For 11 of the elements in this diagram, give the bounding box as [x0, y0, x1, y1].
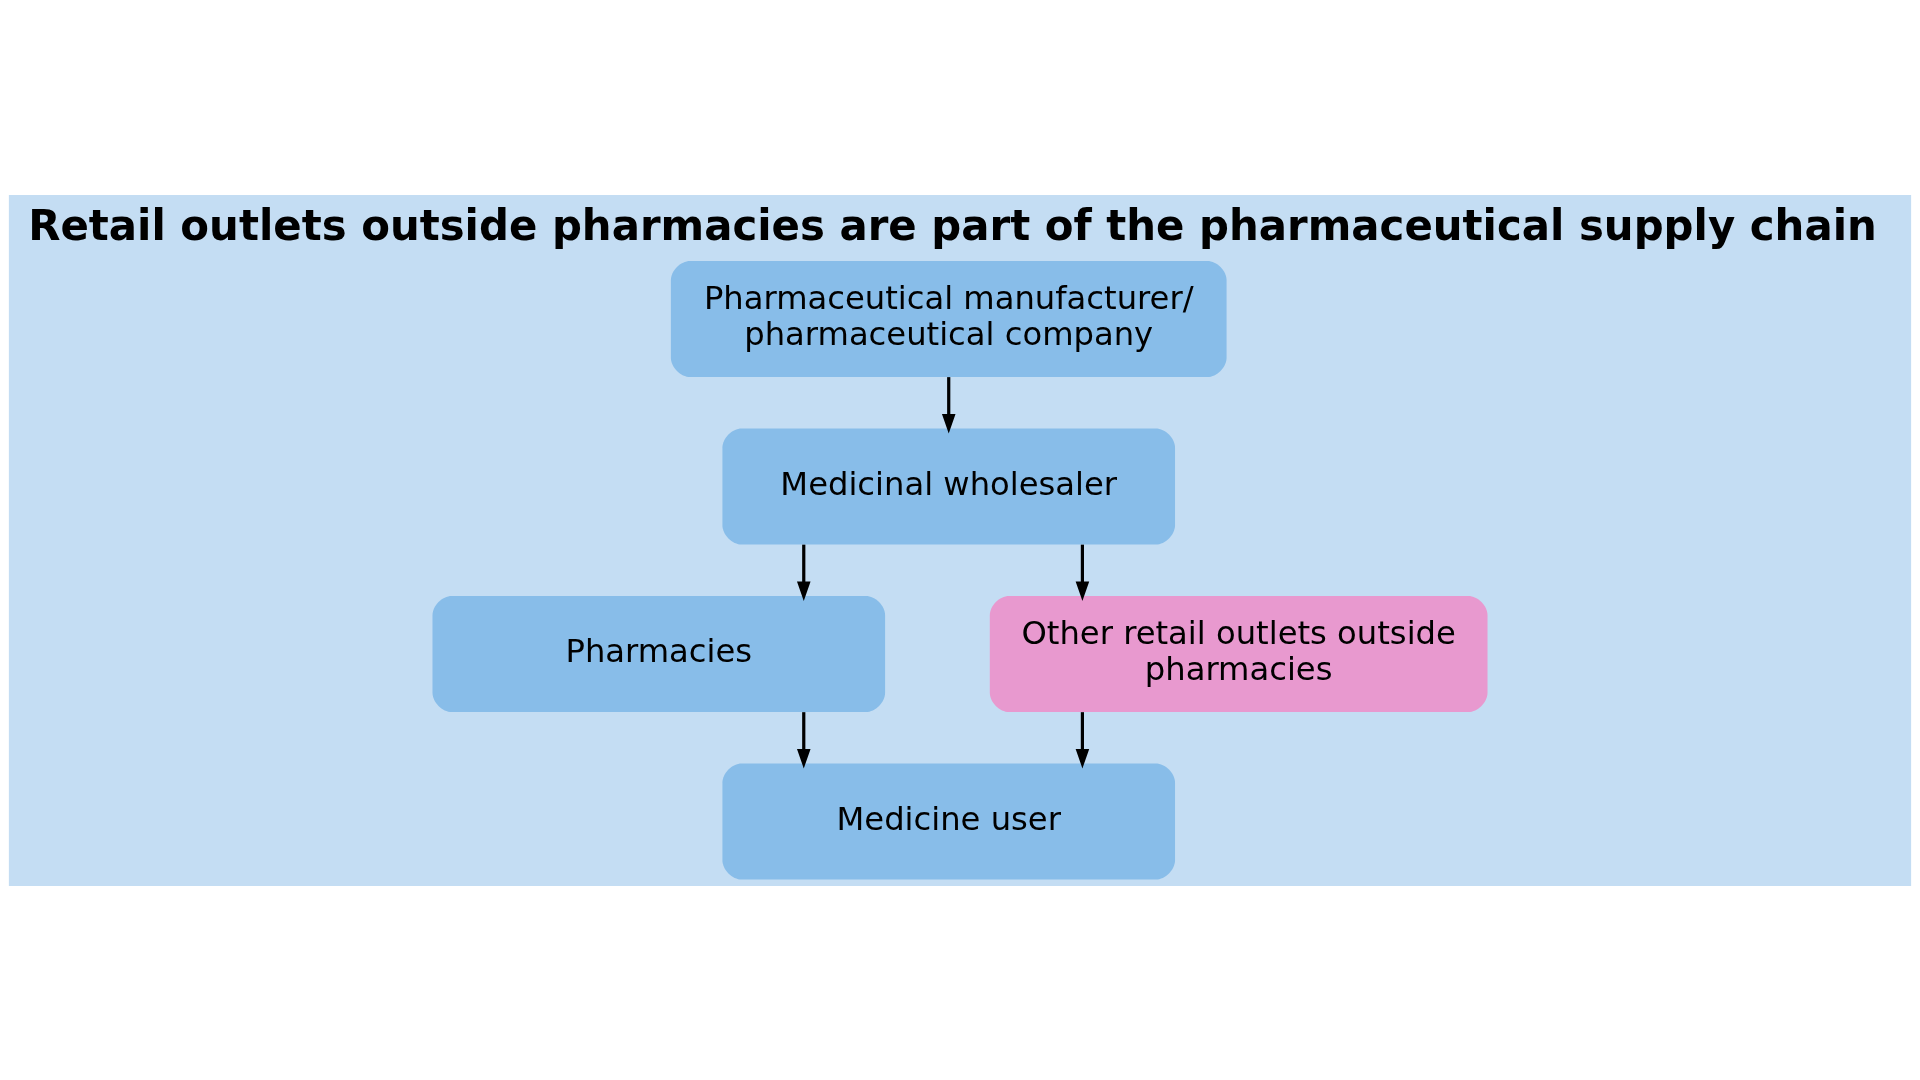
diagram-title: Retail outlets outside pharmacies are part of the pharmaceutical supply chain: [28, 200, 1877, 250]
node-box: Pharmacies: [432, 595, 886, 712]
arrow: [1075, 544, 1090, 601]
arrow: [941, 376, 956, 433]
arrow: [1075, 711, 1090, 768]
arrow: [797, 544, 811, 601]
node-box: Other retail outlets outside pharmacies: [989, 595, 1488, 712]
node-box: Pharmaceutical manufacturer/ pharmaceutical company: [670, 260, 1227, 377]
arrow: [797, 711, 811, 768]
node-box: Medicinal wholesaler: [722, 428, 1176, 545]
node-box: Medicine user: [722, 763, 1176, 880]
